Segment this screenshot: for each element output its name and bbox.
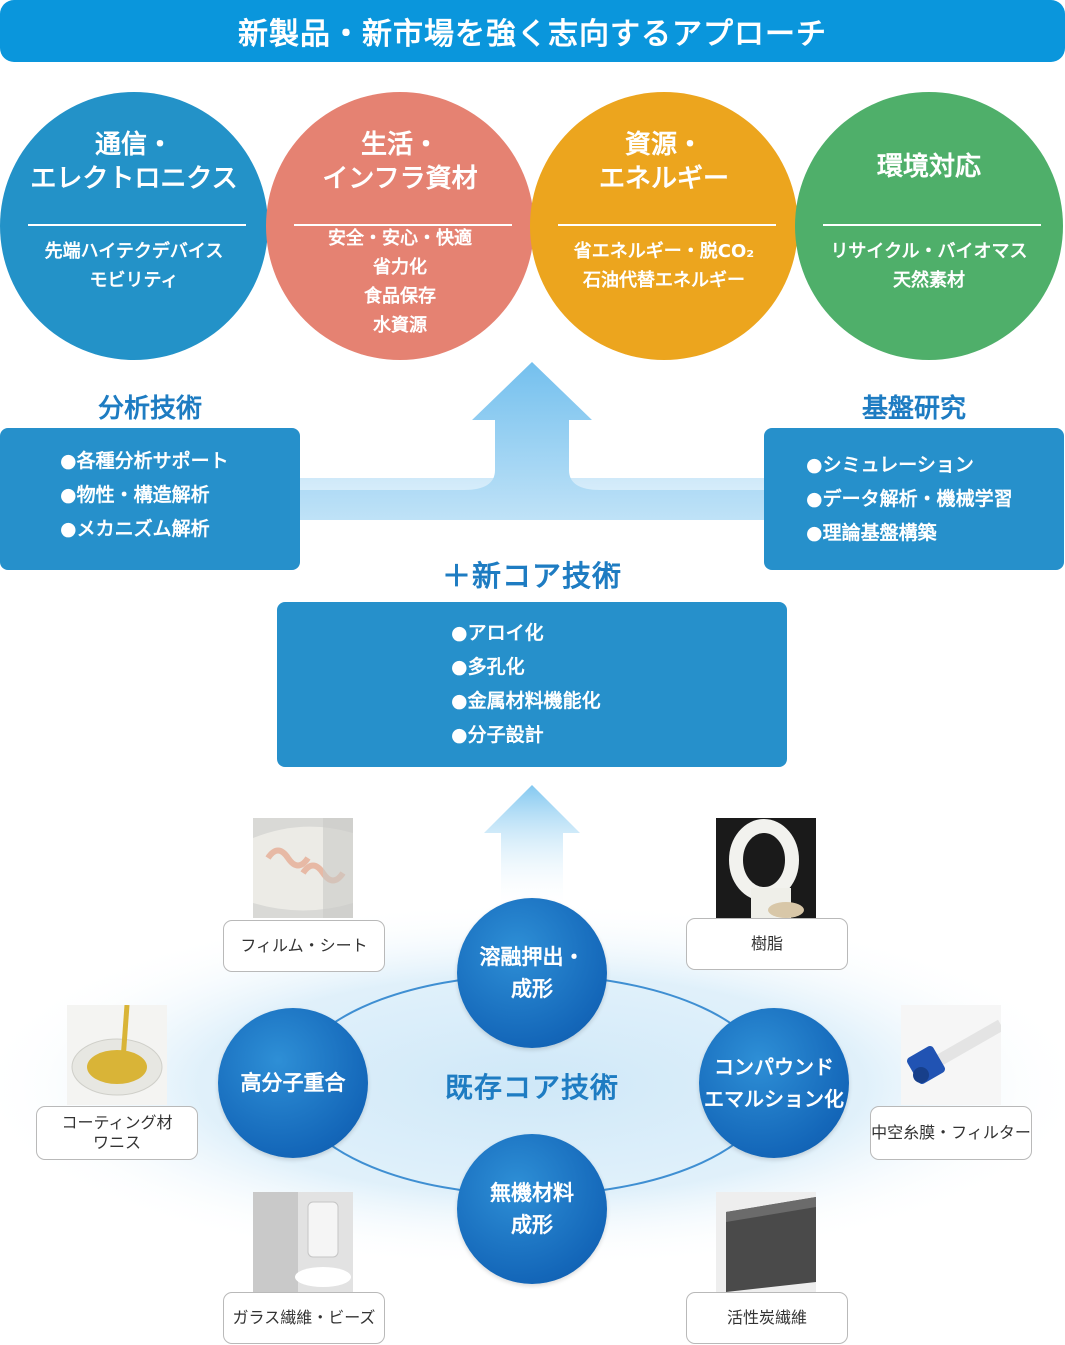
product-label-resin: 樹脂 — [686, 918, 848, 970]
foundation-box: ●シミュレーション ●データ解析・機械学習 ●理論基盤構築 — [764, 428, 1064, 570]
product-label-glass: ガラス繊維・ビーズ — [223, 1292, 385, 1344]
market-title: 生活・ インフラ資材 — [322, 130, 478, 194]
new-core-item: ●多孔化 — [451, 656, 525, 678]
banner: 新製品・新市場を強く志向するアプローチ — [0, 0, 1065, 62]
analysis-box: ●各種分析サポート ●物性・構造解析 ●メカニズム解析 — [0, 428, 300, 570]
new-core-item: ●アロイ化 — [451, 622, 544, 644]
market-items: 安全・安心・快適 省力化 食品保存 水資源 — [266, 224, 534, 340]
film-sheet-image — [253, 818, 353, 918]
analysis-item: ●物性・構造解析 — [60, 484, 210, 506]
hollow-fiber-image — [901, 1005, 1001, 1105]
new-core-item: ●分子設計 — [451, 724, 544, 746]
new-core-item: ●金属材料機能化 — [451, 690, 601, 712]
analysis-item: ●メカニズム解析 — [60, 518, 210, 540]
activated-carbon-image — [716, 1192, 816, 1292]
market-item: 水資源 — [373, 315, 427, 336]
market-items: 先端ハイテクデバイス モビリティ — [0, 237, 268, 295]
divider — [823, 224, 1041, 226]
divider — [28, 224, 246, 226]
market-item: 安全・安心・快適 — [328, 228, 472, 249]
market-circle-life: 生活・ インフラ資材 安全・安心・快適 省力化 食品保存 水資源 — [266, 92, 534, 360]
product-label-coating: コーティング材 ワニス — [36, 1106, 198, 1160]
market-item: リサイクル・バイオマス — [830, 241, 1028, 262]
resin-image — [716, 818, 816, 918]
product-label-hollow-fiber: 中空糸膜・フィルター — [870, 1106, 1032, 1160]
market-circle-environment: 環境対応 リサイクル・バイオマス 天然素材 — [795, 92, 1063, 360]
product-label-carbon: 活性炭繊維 — [686, 1292, 848, 1344]
lower-arrow — [484, 785, 580, 910]
core-node-melt-extrusion: 溶融押出・ 成形 — [457, 898, 607, 1048]
market-title: 通信・ エレクトロニクス — [30, 130, 238, 194]
divider — [294, 224, 512, 226]
analysis-item: ●各種分析サポート — [60, 450, 229, 472]
foundation-item: ●データ解析・機械学習 — [806, 488, 1013, 510]
foundation-item: ●シミュレーション — [806, 454, 974, 476]
market-title: 環境対応 — [876, 152, 981, 182]
market-item: 石油代替エネルギー — [583, 270, 745, 291]
analysis-title: 分析技術 — [97, 394, 202, 424]
market-item: 食品保存 — [364, 286, 436, 307]
market-circle-telecom: 通信・ エレクトロニクス 先端ハイテクデバイス モビリティ — [0, 92, 268, 360]
upper-arrow — [298, 362, 768, 520]
market-item: 省エネルギー・脱CO₂ — [573, 241, 755, 262]
foundation-item: ●理論基盤構築 — [806, 522, 937, 544]
core-node-inorganic: 無機材料 成形 — [457, 1134, 607, 1284]
product-label-film: フィルム・シート — [223, 920, 385, 972]
market-title: 資源・ エネルギー — [598, 130, 729, 194]
new-core-box: ●アロイ化 ●多孔化 ●金属材料機能化 ●分子設計 — [277, 602, 787, 767]
market-item: 先端ハイテクデバイス — [44, 241, 224, 262]
core-glow — [0, 900, 1065, 1270]
market-item: 省力化 — [373, 257, 427, 278]
market-item: モビリティ — [89, 270, 179, 291]
existing-core-title: 既存コア技術 — [444, 1071, 619, 1104]
market-item: 天然素材 — [893, 270, 965, 291]
market-items: 省エネルギー・脱CO₂ 石油代替エネルギー — [530, 237, 798, 295]
divider — [558, 224, 776, 226]
market-items: リサイクル・バイオマス 天然素材 — [795, 237, 1063, 295]
banner-title: 新製品・新市場を強く志向するアプローチ — [238, 17, 827, 52]
glass-fiber-image — [253, 1192, 353, 1292]
market-circle-energy: 資源・ エネルギー 省エネルギー・脱CO₂ 石油代替エネルギー — [530, 92, 798, 360]
foundation-title: 基盤研究 — [861, 394, 966, 424]
core-node-compound: コンパウンド エマルション化 — [699, 1008, 849, 1158]
new-core-title: ＋新コア技術 — [441, 559, 622, 593]
coating-image — [67, 1005, 167, 1105]
core-node-polymerization: 高分子重合 — [218, 1008, 368, 1158]
